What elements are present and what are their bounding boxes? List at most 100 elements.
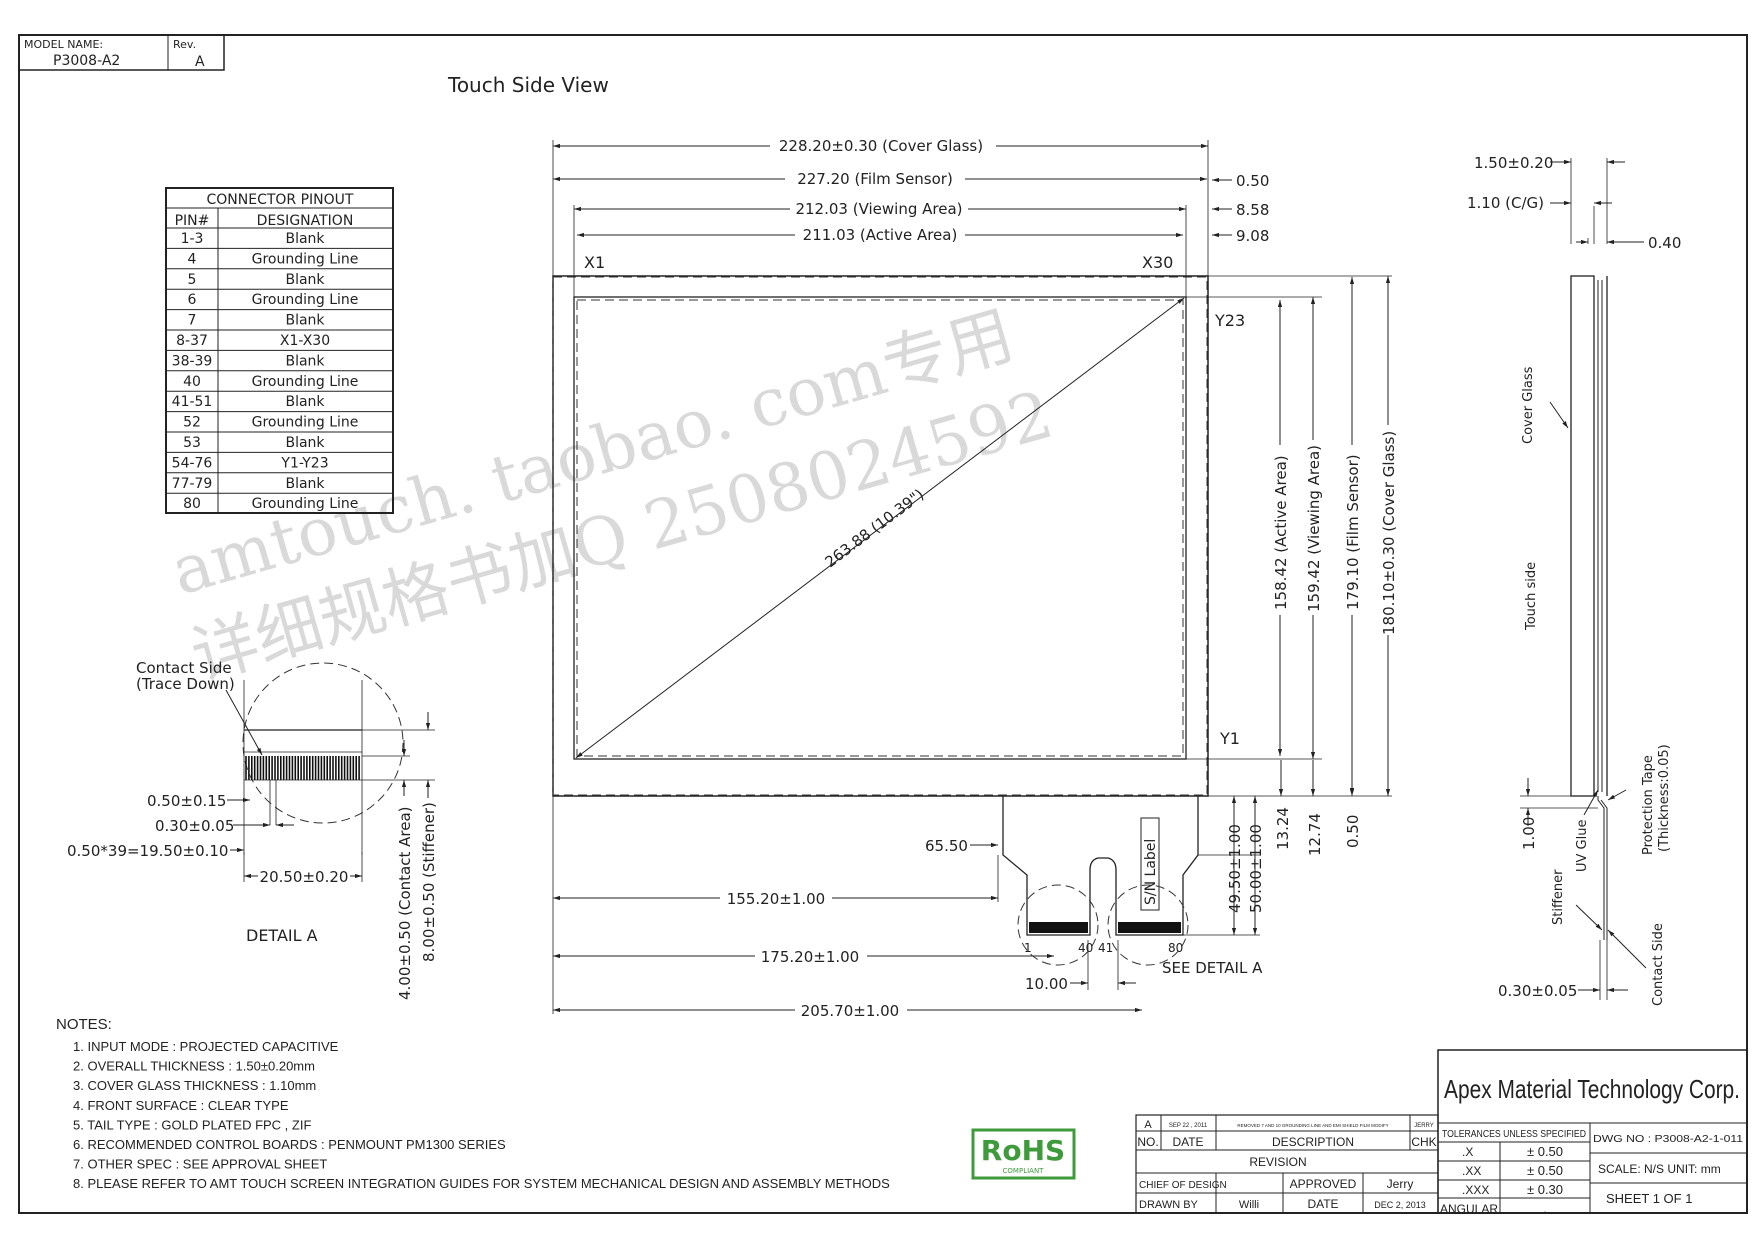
drawn-date: DEC 2, 2013 bbox=[1374, 1200, 1426, 1210]
side-cg: 1.10 (C/G) bbox=[1467, 194, 1544, 212]
note-item: 5. TAIL TYPE : GOLD PLATED FPC , ZIF bbox=[73, 1117, 311, 1132]
pinout-designation: Blank bbox=[285, 231, 325, 247]
note-item: 8. PLEASE REFER TO AMT TOUCH SCREEN INTE… bbox=[73, 1176, 890, 1191]
no-label: NO. bbox=[1137, 1135, 1158, 1149]
revision-block: A SEP 22 , 2011 REMOVED 7 AND 10 GROUNDI… bbox=[1135, 1114, 1439, 1214]
side-protection-thickness: (Thickness:0.05) bbox=[1657, 744, 1672, 852]
tolerance-value: ± 0.30 bbox=[1527, 1182, 1563, 1197]
diagonal-line bbox=[575, 297, 1185, 759]
pinout-designation: Y1-Y23 bbox=[280, 455, 328, 471]
pin-1-label: 1 bbox=[1024, 941, 1032, 955]
desc-label: DESCRIPTION bbox=[1272, 1135, 1354, 1149]
note-item: 6. RECOMMENDED CONTROL BOARDS : PENMOUNT… bbox=[73, 1137, 506, 1152]
fpc-tail: S/N Label 1 40 41 80 SEE DETAIL A bbox=[1002, 796, 1263, 977]
chk-label: CHK bbox=[1411, 1135, 1436, 1149]
detail-stiffener: 8.00±0.50 (Stiffener) bbox=[420, 802, 438, 962]
active-area-height: 158.42 (Active Area) bbox=[1272, 455, 1290, 610]
pinout-title: CONNECTOR PINOUT bbox=[207, 192, 354, 208]
chief-label: CHIEF OF DESIGN bbox=[1139, 1180, 1227, 1191]
side-1-00: 1.00 bbox=[1520, 817, 1538, 850]
tolerance-value: . bbox=[1543, 1201, 1547, 1216]
tolerance-value: ± 0.50 bbox=[1527, 1144, 1563, 1159]
rev-label: Rev. bbox=[173, 38, 196, 51]
rev-date: SEP 22 , 2011 bbox=[1169, 1123, 1208, 1129]
dim-0-50-bottom: 0.50 bbox=[1344, 815, 1362, 848]
model-name-block: MODEL NAME: P3008-A2 Rev. A bbox=[18, 34, 225, 71]
pinout-pin: 7 bbox=[188, 313, 197, 329]
rohs-text: RoHS bbox=[981, 1134, 1065, 1167]
pinout-pin: 38-39 bbox=[172, 353, 213, 369]
detail-dim-0-30: 0.30±0.05 bbox=[155, 817, 234, 835]
notes: NOTES: 1. INPUT MODE : PROJECTED CAPACIT… bbox=[56, 1016, 890, 1191]
side-protection-tape: Protection Tape bbox=[1641, 755, 1656, 855]
dwg-no: DWG NO : P3008-A2-1-011 bbox=[1593, 1134, 1744, 1145]
company-name: Apex Material Technology Corp. bbox=[1444, 1074, 1740, 1104]
film-sensor-width: 227.20 (Film Sensor) bbox=[797, 170, 953, 188]
pin-80-label: 80 bbox=[1168, 941, 1183, 955]
rev-value: A bbox=[195, 54, 205, 70]
detail-pitch: 0.50*39=19.50±0.10 bbox=[67, 842, 228, 860]
note-item: 3. COVER GLASS THICKNESS : 1.10mm bbox=[73, 1078, 316, 1093]
drawn-by: Willi bbox=[1239, 1199, 1259, 1211]
viewing-area-width: 212.03 (Viewing Area) bbox=[795, 200, 962, 218]
dim-12-74: 12.74 bbox=[1306, 813, 1324, 856]
date-label: DATE bbox=[1172, 1135, 1203, 1149]
tolerances-title: TOLERANCES UNLESS SPECIFIED bbox=[1442, 1129, 1586, 1140]
pin-41-label: 41 bbox=[1098, 941, 1113, 955]
detail-dim-20-50: 20.50±0.20 bbox=[260, 868, 349, 886]
pinout-header-pin: PIN# bbox=[175, 213, 210, 229]
detail-circle-right bbox=[1107, 884, 1189, 966]
cover-glass-width: 228.20±0.30 (Cover Glass) bbox=[779, 137, 983, 155]
note-item: 1. INPUT MODE : PROJECTED CAPACITIVE bbox=[73, 1039, 339, 1054]
pinout-designation: Blank bbox=[285, 435, 325, 451]
date-label-2: DATE bbox=[1307, 1197, 1338, 1211]
sn-label: S/N Label bbox=[1143, 839, 1159, 905]
pinout-pin: 4 bbox=[188, 251, 197, 267]
pinout-designation: Grounding Line bbox=[252, 415, 359, 431]
tolerance-value: ± 0.50 bbox=[1527, 1163, 1563, 1178]
pinout-pin: 1-3 bbox=[181, 231, 204, 247]
contact-side-label: Contact Side bbox=[136, 659, 232, 677]
rohs-logo: RoHS COMPLIANT bbox=[971, 1128, 1076, 1180]
pinout-designation: Grounding Line bbox=[252, 292, 359, 308]
side-touch-label: Touch side bbox=[1524, 562, 1539, 631]
note-item: 7. OTHER SPEC : SEE APPROVAL SHEET bbox=[73, 1157, 327, 1172]
pinout-designation: Blank bbox=[285, 476, 325, 492]
active-area-width: 211.03 (Active Area) bbox=[803, 226, 958, 244]
tolerance-label: .XXX bbox=[1462, 1183, 1489, 1197]
cover-glass-outline bbox=[552, 275, 1209, 797]
approved-by: Jerry bbox=[1387, 1177, 1414, 1191]
side-cover-glass-label: Cover Glass bbox=[1521, 366, 1536, 444]
fpc-contacts-left bbox=[1029, 922, 1088, 933]
pinout-designation: Blank bbox=[285, 313, 325, 329]
pinout-designation: Grounding Line bbox=[252, 374, 359, 390]
model-name: P3008-A2 bbox=[53, 53, 120, 69]
tolerance-label: .XX bbox=[1462, 1164, 1481, 1178]
dim-13-24: 13.24 bbox=[1274, 807, 1292, 850]
pinout-designation: Grounding Line bbox=[252, 496, 359, 512]
x30-label: X30 bbox=[1142, 253, 1173, 272]
film-sensor-outline bbox=[552, 276, 1208, 796]
fpc-contacts-right bbox=[1118, 922, 1181, 933]
pinout-pin: 80 bbox=[183, 496, 201, 512]
revision-label: REVISION bbox=[1249, 1155, 1306, 1169]
side-0-30: 0.30±0.05 bbox=[1498, 982, 1577, 1000]
see-detail-a: SEE DETAIL A bbox=[1162, 959, 1263, 977]
detail-a-label: DETAIL A bbox=[246, 926, 318, 945]
pinout-designation: Blank bbox=[285, 394, 325, 410]
x1-label: X1 bbox=[584, 253, 605, 272]
dim-65-50: 65.50 bbox=[925, 837, 968, 855]
drawing-border bbox=[18, 34, 1748, 1214]
pinout-designation: X1-X30 bbox=[280, 333, 330, 349]
film-sensor-height: 179.10 (Film Sensor) bbox=[1344, 454, 1362, 610]
pinout-pin: 6 bbox=[188, 292, 197, 308]
y23-label: Y23 bbox=[1214, 311, 1245, 330]
pinout-pin: 77-79 bbox=[172, 476, 213, 492]
dim-10-00: 10.00 bbox=[1025, 975, 1068, 993]
pinout-designation: Blank bbox=[285, 353, 325, 369]
offset-908: 9.08 bbox=[1236, 227, 1269, 245]
detail-a: Contact Side (Trace Down) 0.50±0.15 0.30… bbox=[67, 659, 438, 1000]
view-title: Touch Side View bbox=[447, 73, 609, 97]
cover-glass-height: 180.10±0.30 (Cover Glass) bbox=[1380, 431, 1398, 635]
